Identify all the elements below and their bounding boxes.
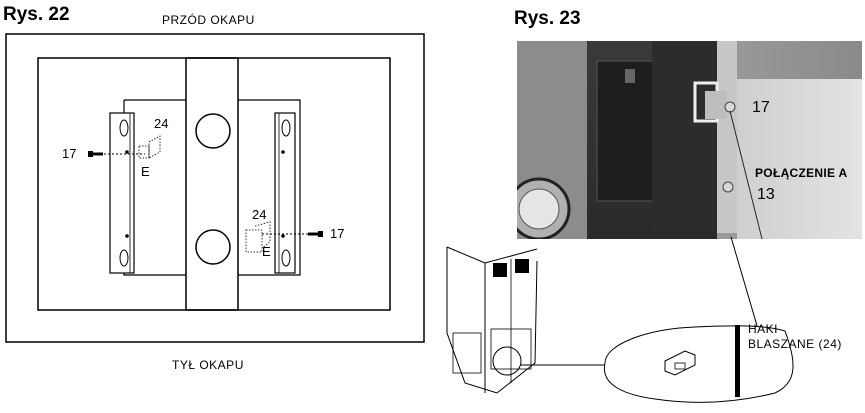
lower-hole <box>195 229 231 265</box>
fig22-diagram <box>5 33 425 343</box>
outer-frame <box>5 33 425 343</box>
right-plate <box>238 99 301 276</box>
fig23-photo-screw-number: 17 <box>752 99 770 116</box>
fig22-left-screw-number: 17 <box>62 146 77 161</box>
left-screw <box>88 151 103 157</box>
detail-callout <box>603 325 794 403</box>
fig22-back-label: TYŁ OKAPU <box>172 358 244 372</box>
fig23-photo <box>517 41 862 239</box>
upper-hole <box>195 113 231 149</box>
fig23-title: Rys. 23 <box>514 8 581 29</box>
inner-panel <box>37 57 391 311</box>
right-bracket <box>274 112 296 274</box>
fig22-right-hook-number: 24 <box>252 207 267 222</box>
fig23-hooks-label-line1: HAKI <box>748 322 779 336</box>
fig22-right-screw-number: 17 <box>330 226 345 241</box>
photo-screw-lower <box>722 181 734 193</box>
fig23-hooks-label-line2: BLASZANE (24) <box>748 337 842 351</box>
fig22-title: Rys. 22 <box>3 4 70 25</box>
right-screw <box>308 231 323 237</box>
fig23-photo-number-13: 13 <box>757 186 775 203</box>
left-hook <box>138 145 150 159</box>
right-hook <box>245 229 263 253</box>
fig23-hood-drawing <box>446 236 794 403</box>
fig23-connection-label: POŁĄCZENIE A <box>755 166 848 180</box>
fig22-right-hook-letter: E <box>262 244 271 259</box>
fig22-front-label: PRZÓD OKAPU <box>162 13 255 27</box>
fig22-left-hook-letter: E <box>141 164 150 179</box>
fig22-left-hook-number: 24 <box>154 116 169 131</box>
center-strip <box>185 57 239 311</box>
photo-screw-upper <box>724 101 736 113</box>
